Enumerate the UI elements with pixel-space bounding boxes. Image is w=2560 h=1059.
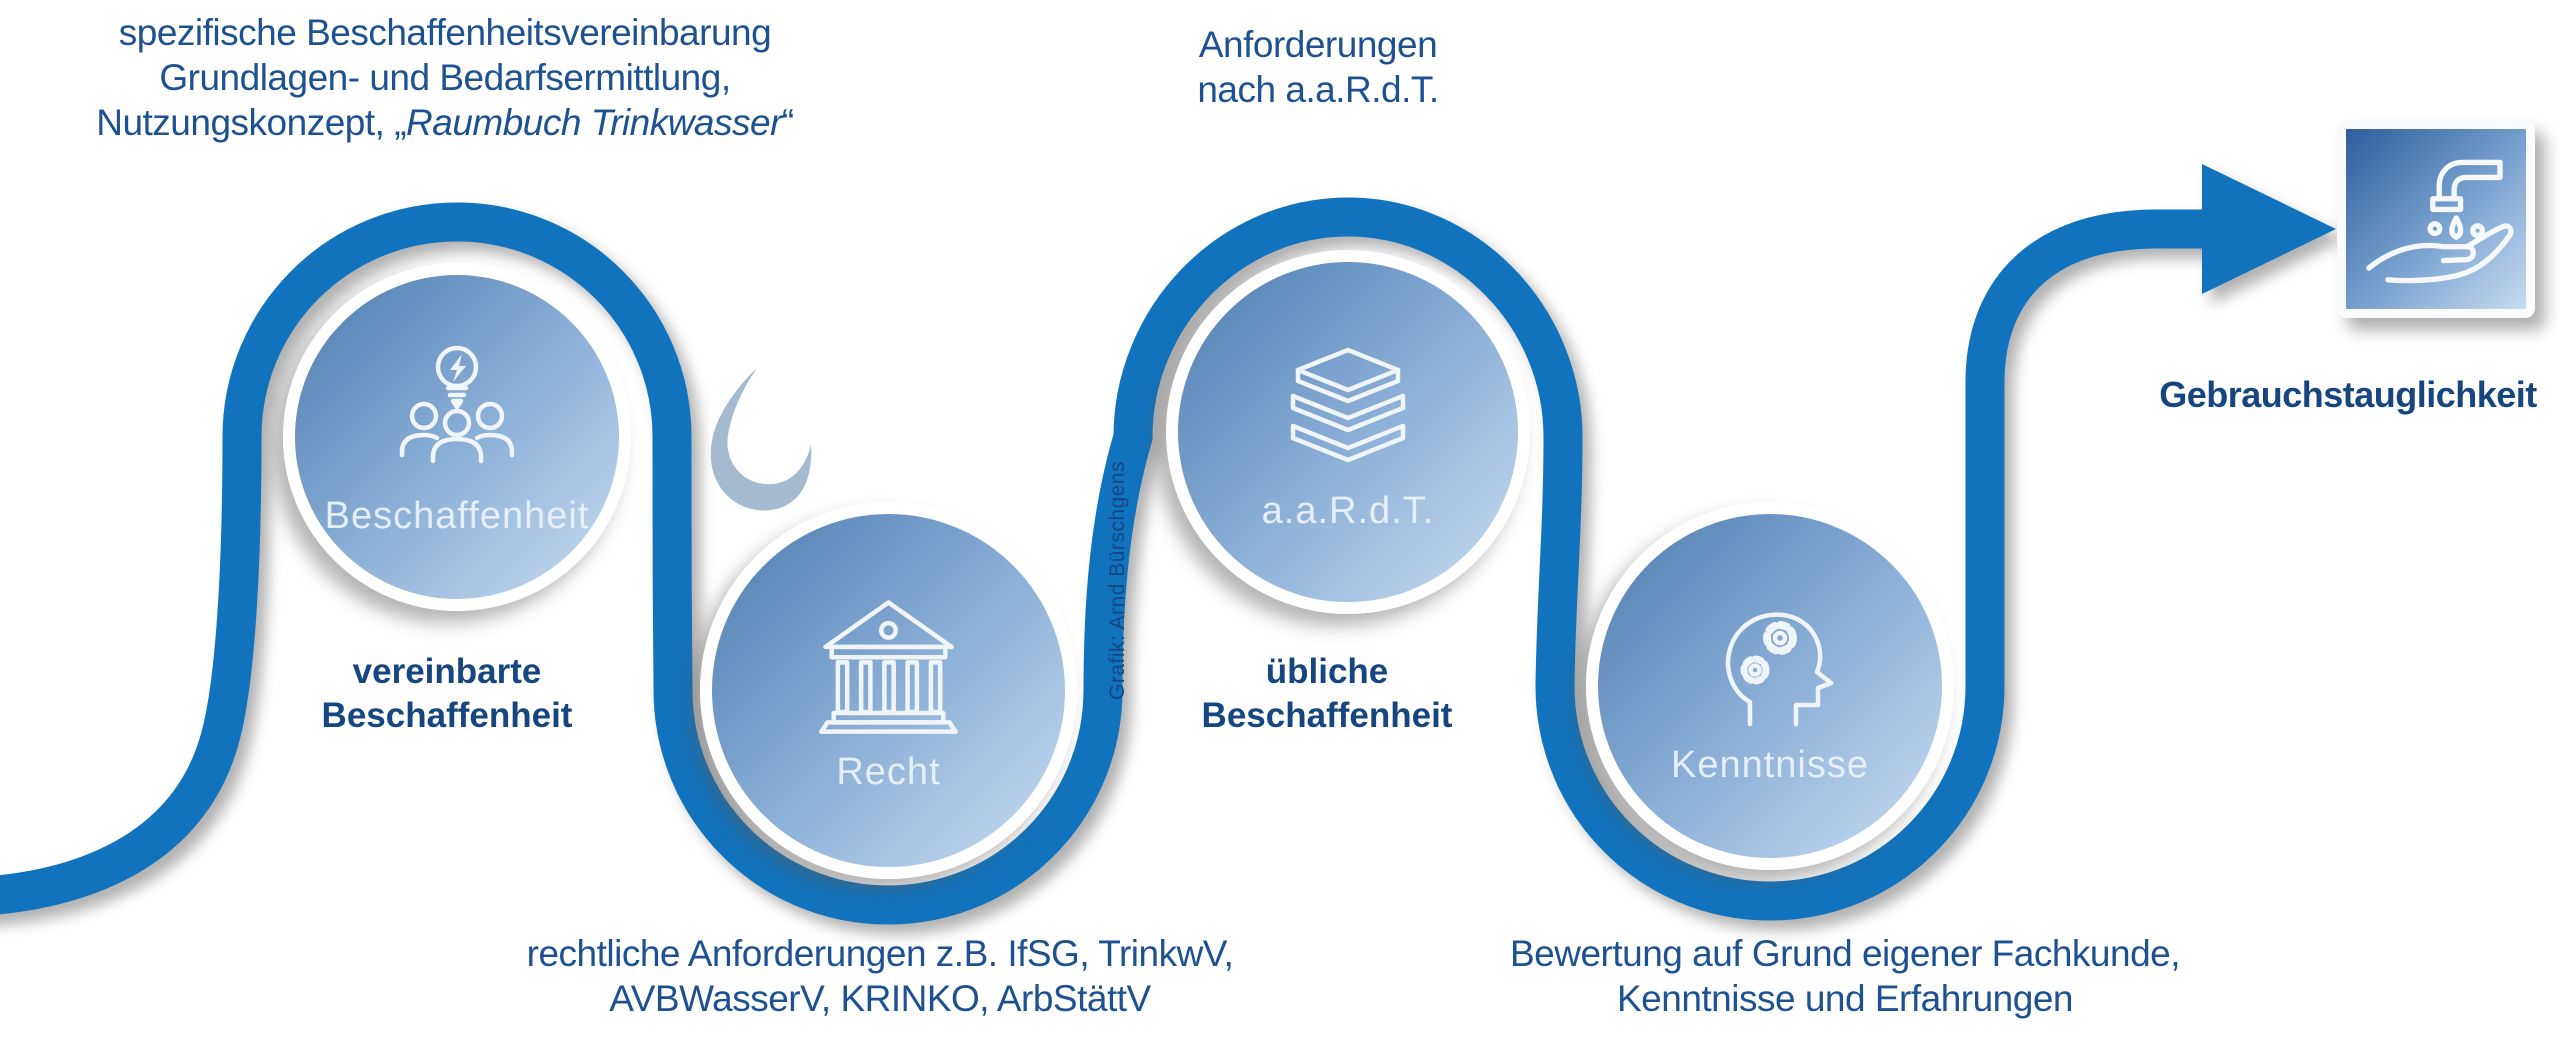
annotation-line: Kenntnisse und Erfahrungen — [1616, 978, 2074, 1019]
station-label: a.a.R.d.T. — [1261, 489, 1435, 532]
station-kenntnisse: Kenntnisse — [1586, 502, 1954, 870]
flow-line — [0, 197, 2212, 925]
caption-uebliche-beschaffenheit: übliche Beschaffenheit — [1127, 650, 1527, 738]
head-gears-icon — [1695, 586, 1845, 736]
station-label: Kenntnisse — [1670, 743, 1869, 786]
annotation-line: rechtliche Anforderungen z.B. IfSG, Trin… — [526, 933, 1234, 974]
books-stack-icon — [1273, 332, 1423, 482]
annotation-italic: Raumbuch Trinkwasser — [406, 102, 782, 143]
annotation-bottom-right: Bewertung auf Grund eigener Fachkunde, K… — [1390, 931, 2300, 1021]
caption-vereinbarte-beschaffenheit: vereinbarte Beschaffenheit — [247, 650, 647, 738]
water-drop-icon — [710, 368, 812, 511]
annotation-line: Anforderungen — [1198, 24, 1438, 65]
result-label: Gebrauchstauglichkeit — [2159, 374, 2537, 415]
annotation-top-middle: Anforderungen nach a.a.R.d.T. — [1118, 22, 1518, 112]
station-label: Beschaffenheit — [324, 494, 590, 537]
result-box — [2337, 120, 2535, 318]
annotation-bottom-left: rechtliche Anforderungen z.B. IfSG, Trin… — [425, 931, 1335, 1021]
credit-text: Grafik: Arnd Bürschgens — [1106, 461, 1129, 700]
station-aardt: a.a.R.d.T. — [1166, 250, 1530, 614]
annotation-top-left: spezifische Beschaffenheitsvereinbarung … — [40, 10, 850, 145]
station-recht: Recht — [700, 502, 1077, 879]
annotation-line: AVBWasserV, KRINKO, ArbStättV — [609, 978, 1151, 1019]
annotation-line: Bewertung auf Grund eigener Fachkunde, — [1509, 933, 2181, 974]
idea-people-icon — [382, 337, 532, 487]
station-beschaffenheit: Beschaffenheit — [283, 263, 631, 611]
annotation-line: nach a.a.R.d.T. — [1197, 69, 1439, 110]
station-label: Recht — [836, 750, 941, 793]
flow-arrowhead-icon — [2202, 164, 2336, 294]
annotation-line: Nutzungskonzept, „Raumbuch Trinkwasser“ — [96, 102, 794, 143]
caption-line: übliche — [1265, 652, 1389, 691]
annotation-line: spezifische Beschaffenheitsvereinbarung — [118, 12, 772, 53]
annotation-line: Grundlagen- und Bedarfsermittlung, — [159, 57, 731, 98]
caption-line: vereinbarte — [352, 652, 542, 691]
caption-line: Beschaffenheit — [321, 696, 573, 735]
court-building-icon — [811, 588, 966, 743]
caption-line: Beschaffenheit — [1201, 696, 1453, 735]
tap-water-hand-icon — [2366, 159, 2514, 284]
